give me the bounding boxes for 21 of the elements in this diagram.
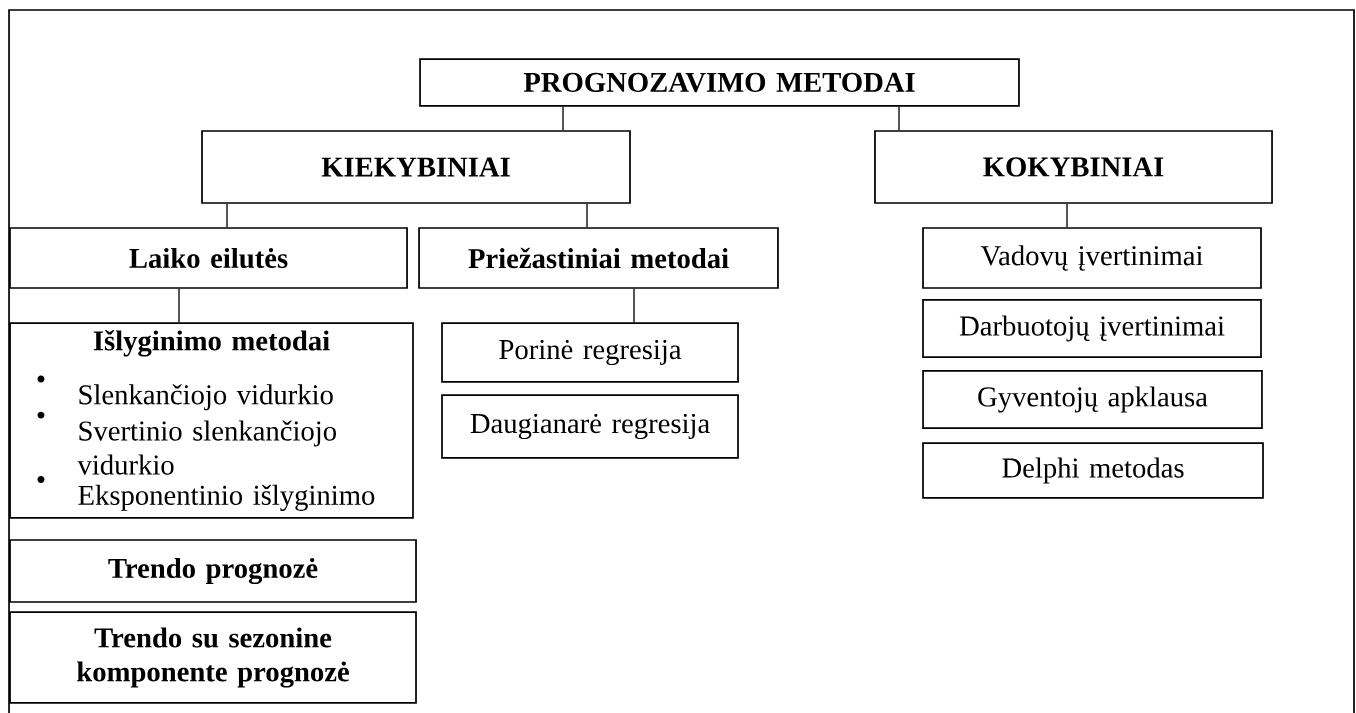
connector-line bbox=[898, 106, 900, 131]
category-box: KIEKYBINIAI bbox=[201, 130, 631, 204]
method-box: Išlyginimo metodai Slenkančiojo vidurkio Svertinio slenkančiojo vidurkio Eksponentinio išlyginimo bbox=[9, 322, 414, 519]
method-box: Priežastiniai metodai bbox=[418, 227, 779, 289]
connector-line bbox=[633, 288, 635, 323]
category-box: KOKYBINIAI bbox=[874, 130, 1273, 204]
connector-line bbox=[562, 106, 564, 131]
method-box: Porinė regresija bbox=[441, 322, 739, 383]
method-box: Trendo prognozė bbox=[9, 539, 417, 603]
connector-line bbox=[226, 203, 228, 228]
connector-line bbox=[178, 288, 180, 323]
connector-line bbox=[586, 203, 588, 228]
title-box: PROGNOZAVIMO METODAI bbox=[419, 58, 1020, 107]
method-box: Trendo su sezonine komponente prognozė bbox=[9, 611, 417, 704]
method-box: Darbuotojų įvertinimai bbox=[922, 299, 1262, 358]
method-box: Vadovų įvertinimai bbox=[922, 227, 1262, 289]
method-box: Laiko eilutės bbox=[9, 227, 408, 289]
method-box: Delphi metodas bbox=[922, 442, 1264, 499]
connector-line bbox=[1066, 203, 1068, 228]
method-box: Daugianarė regresija bbox=[441, 394, 739, 459]
method-box: Gyventojų apklausa bbox=[922, 370, 1263, 429]
